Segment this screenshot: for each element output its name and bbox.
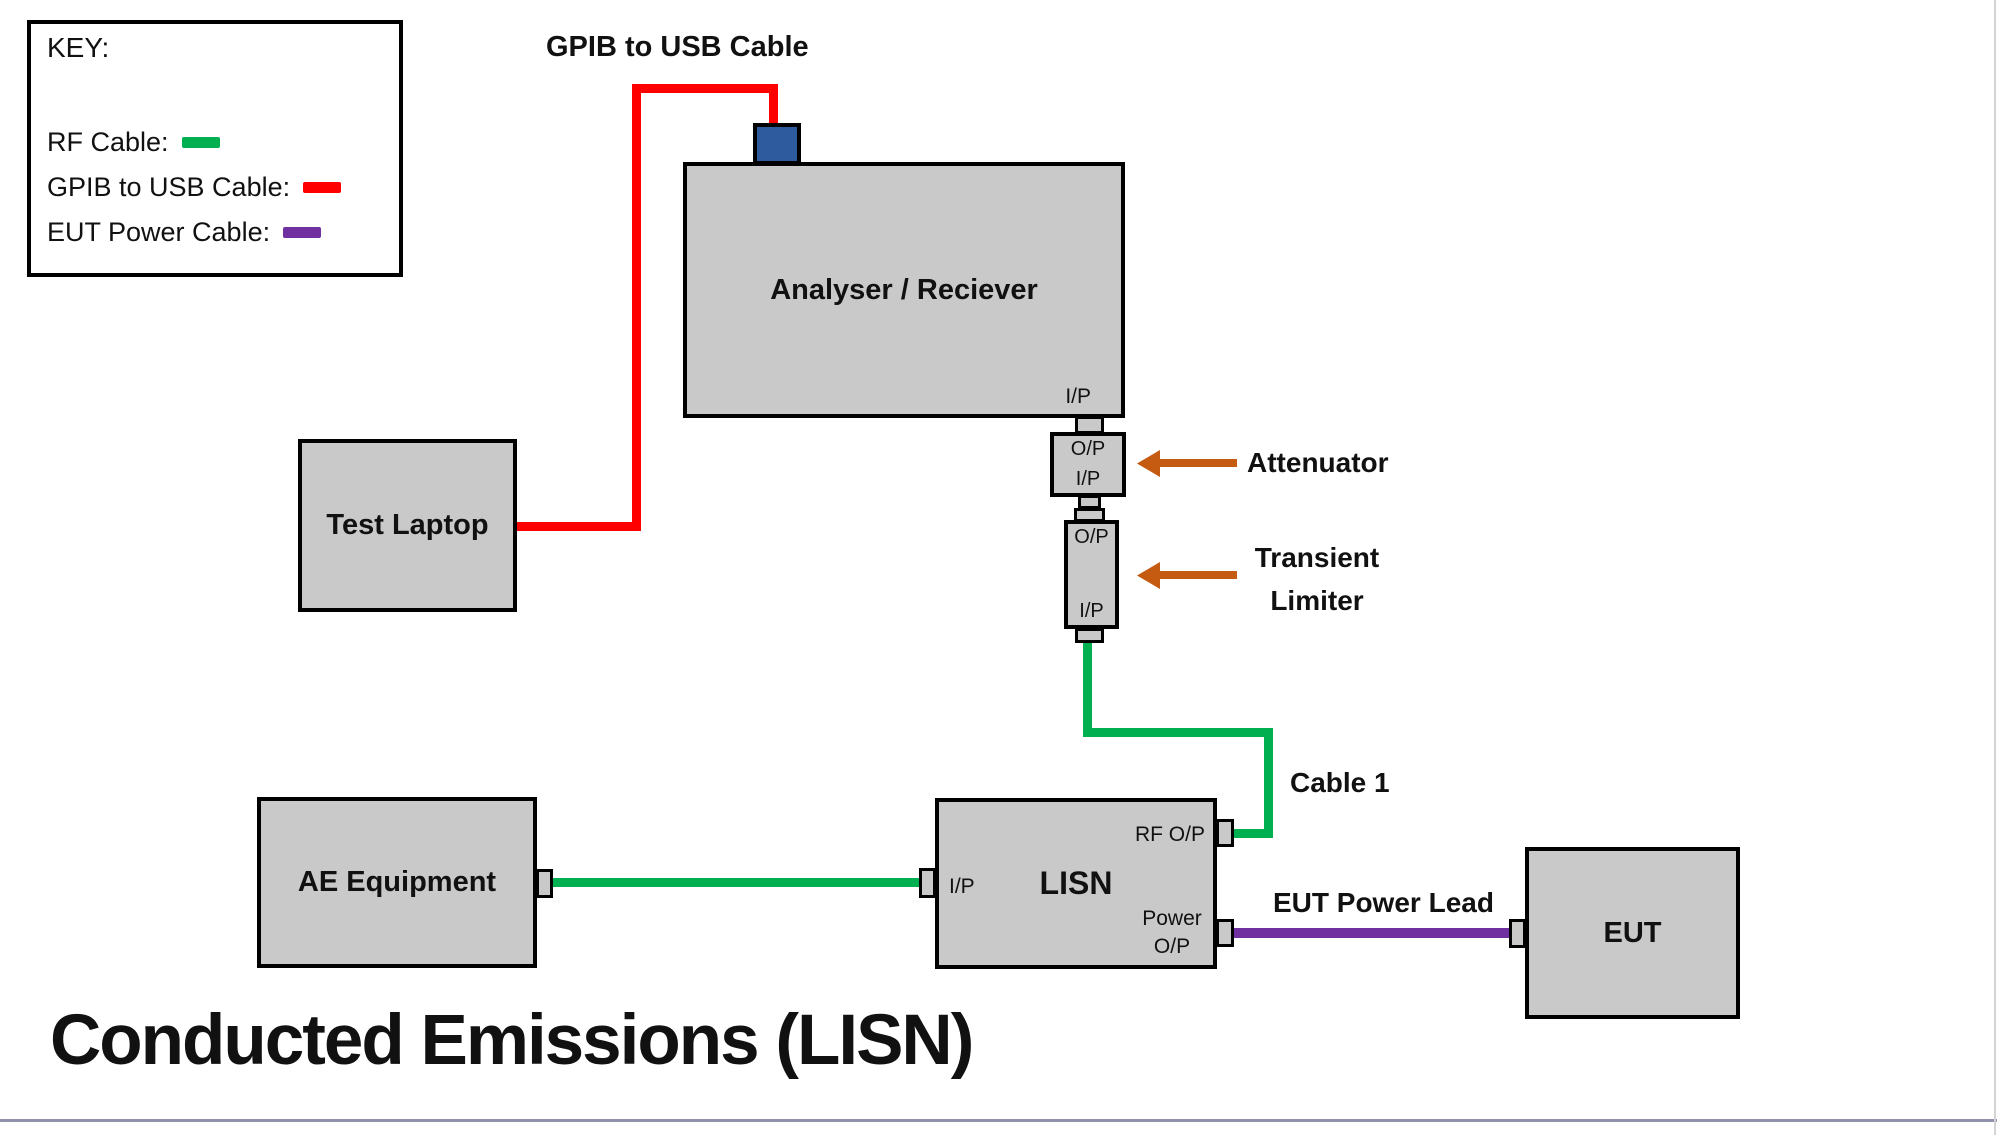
gpib-cable-segment-top [632, 84, 778, 93]
rf-cable1-segment-down2 [1264, 728, 1273, 838]
transient-limiter-callout-line1: Transient [1254, 542, 1380, 573]
key-item-label: GPIB to USB Cable: [47, 172, 291, 202]
attenuator-limiter-connector-1 [1078, 495, 1101, 509]
cable1-label: Cable 1 [1290, 767, 1390, 798]
ae-equipment-label: AE Equipment [297, 866, 497, 898]
lisn-ip-port-label: I/P [949, 875, 975, 898]
ae-equipment-box: AE Equipment [257, 797, 537, 968]
attenuator-ip-port-label: I/P [1075, 468, 1101, 490]
eut-input-connector [1509, 919, 1526, 948]
rf-cable-ae-to-lisn [552, 878, 920, 887]
attenuator-box: O/P I/P [1050, 432, 1126, 497]
gpib-cable-segment-laptop [517, 522, 641, 531]
key-item-label: RF Cable: [47, 127, 169, 157]
ae-equipment-output-connector [536, 869, 553, 898]
usb-connector [753, 123, 801, 165]
lisn-power-line2: O/P [1153, 935, 1191, 958]
lisn-ip-connector [919, 868, 936, 898]
analyser-receiver-label: Analyser / Reciever [770, 273, 1038, 306]
transient-limiter-box: O/P I/P [1064, 520, 1119, 629]
key-box: KEY: RF Cable: GPIB to USB Cable: EUT Po… [27, 20, 403, 277]
gpib-cable-segment-left-vertical [632, 84, 641, 531]
key-item-label: EUT Power Cable: [47, 217, 271, 247]
rf-cable1-segment-across [1083, 728, 1273, 737]
lisn-label: LISN [1039, 865, 1113, 901]
lisn-rf-op-connector [1216, 819, 1234, 847]
slide-right-border [1994, 0, 1996, 1135]
analyser-receiver-box: Analyser / Reciever I/P [683, 162, 1125, 418]
eut-power-cable [1233, 928, 1510, 938]
rf-cable1-segment-down [1083, 641, 1092, 737]
rf-cable-swatch [181, 137, 220, 148]
transient-limiter-callout-line2: Limiter [1270, 585, 1364, 616]
key-item-rf-cable: RF Cable: [47, 127, 220, 158]
attenuator-callout-label: Attenuator [1247, 447, 1389, 478]
limiter-cable-connector [1075, 628, 1104, 643]
lisn-power-line1: Power [1142, 907, 1202, 930]
eut-box: EUT [1525, 847, 1740, 1019]
gpib-cable-label: GPIB to USB Cable [546, 31, 809, 63]
key-title: KEY: [47, 32, 110, 63]
lisn-rf-op-port-label: RF O/P [1134, 823, 1205, 846]
lisn-power-op-port-label: Power O/P [1137, 905, 1207, 961]
slide-title: Conducted Emissions (LISN) [50, 1001, 974, 1080]
analyser-ip-port-label: I/P [1065, 384, 1091, 408]
rf-cable1-segment-into-lisn [1233, 829, 1273, 838]
limiter-op-port-label: O/P [1074, 526, 1109, 548]
lisn-box: LISN I/P RF O/P Power O/P [935, 798, 1217, 969]
lisn-power-op-connector [1216, 919, 1234, 947]
transient-limiter-arrow-shaft [1156, 571, 1237, 579]
transient-limiter-callout-label: Transient Limiter [1247, 536, 1387, 622]
eut-label: EUT [1603, 916, 1662, 949]
attenuator-arrow-shaft [1156, 459, 1237, 467]
gpib-cable-swatch [303, 182, 342, 193]
power-cable-swatch [283, 227, 322, 238]
slide-bottom-border [0, 1119, 1997, 1122]
attenuator-op-port-label: O/P [1070, 438, 1106, 460]
test-laptop-box: Test Laptop [298, 439, 517, 612]
test-laptop-label: Test Laptop [326, 509, 489, 541]
limiter-ip-port-label: I/P [1079, 600, 1104, 622]
key-item-gpib-cable: GPIB to USB Cable: [47, 172, 342, 203]
gpib-cable-segment-usb-drop [769, 93, 778, 127]
key-item-power-cable: EUT Power Cable: [47, 217, 322, 248]
eut-power-lead-label: EUT Power Lead [1273, 887, 1494, 918]
